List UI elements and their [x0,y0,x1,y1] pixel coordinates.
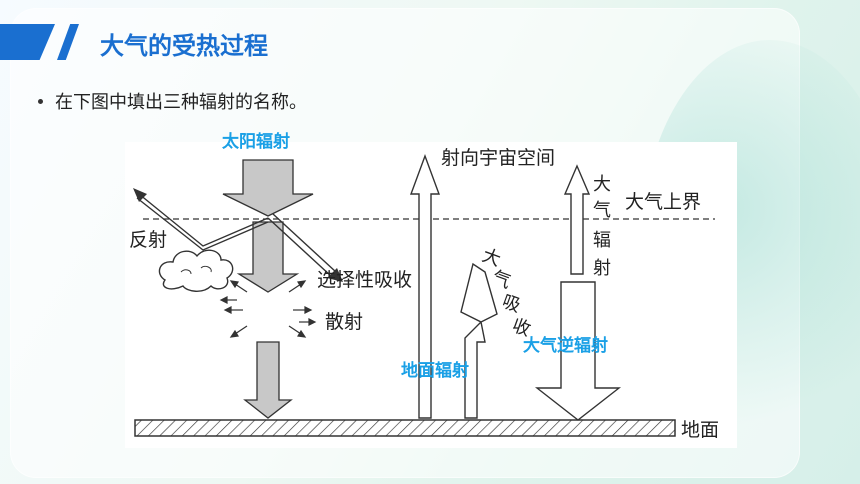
solar-radiation-arrow [222,159,314,217]
answer-atmosphere-back-radiation: 大气逆辐射 [523,336,608,356]
page-title: 大气的受热过程 [100,32,268,60]
instruction-text: 在下图中填出三种辐射的名称。 [55,92,307,113]
label-atmos-absorb-2: 气 [489,267,513,293]
label-atmos-radiation-2: 气 [593,200,611,221]
cloud-icon [158,249,234,292]
label-atmos-radiation-4: 射 [593,258,611,279]
label-selective-absorption: 选择性吸收 [317,269,412,291]
label-atmos-absorb-1: 大 [479,245,503,271]
bullet-dot [38,98,43,104]
atmosphere-radiation-arrow [563,164,591,275]
answer-ground-radiation: 地面辐射 [401,361,469,381]
label-to-space: 射向宇宙空间 [441,147,555,169]
title-accent [0,24,79,60]
answer-solar-radiation: 太阳辐射 [222,132,290,152]
solar-radiation-arrow-lower [243,341,293,419]
ground-radiation-arrow [409,153,441,419]
instruction-item: 在下图中填出三种辐射的名称。 [38,88,307,114]
radiation-diagram: 射向宇宙空间 大气上界 反射 选择性吸收 散射 地面 大 气 辐 射 大 气 吸… [125,132,737,448]
label-reflection: 反射 [129,229,167,251]
label-atmos-absorb-3: 吸 [499,291,523,317]
reflection-arrow [138,193,269,247]
label-atmos-radiation-1: 大 [593,174,611,195]
label-upper-boundary: 大气上界 [625,191,701,213]
label-atmos-radiation-3: 辐 [593,230,611,251]
scatter-arrows [219,280,317,338]
label-ground: 地面 [681,419,719,441]
label-scatter: 散射 [325,311,363,333]
atmosphere-back-radiation-arrow [534,281,622,421]
solar-radiation-arrow-inner [236,221,300,293]
selective-absorption-arrow [267,217,332,277]
atmosphere-absorb-arrow [460,262,498,419]
ground-surface [134,419,676,437]
